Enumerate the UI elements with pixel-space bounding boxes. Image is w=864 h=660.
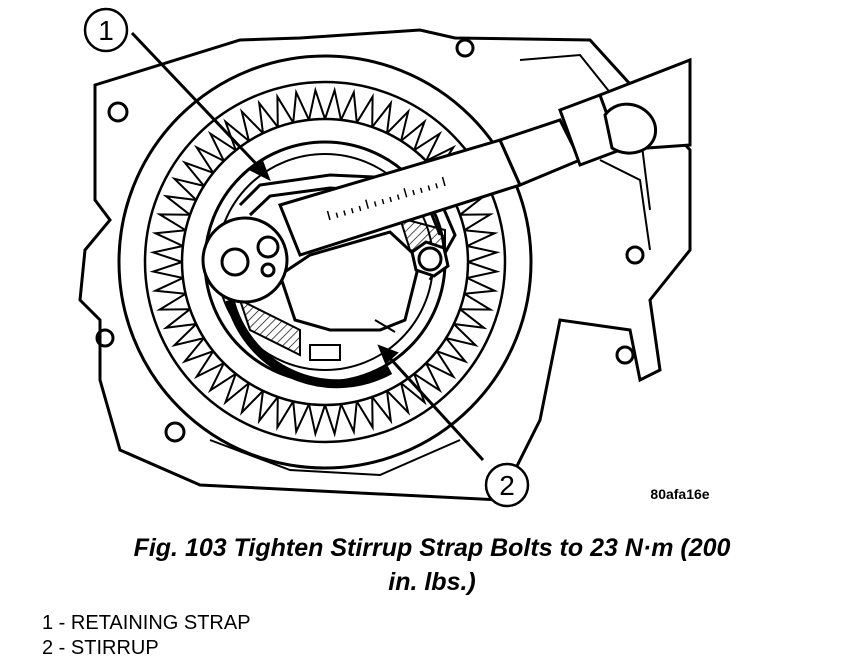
gear-tooth bbox=[400, 373, 427, 406]
gear-tooth bbox=[466, 245, 501, 263]
legend-number: 2 bbox=[42, 637, 54, 659]
scale-tick bbox=[435, 183, 439, 189]
scale-tick bbox=[350, 207, 354, 214]
gear-tooth bbox=[156, 292, 191, 311]
legend-separator: - bbox=[53, 637, 71, 659]
image-code: 80afa16e bbox=[650, 486, 709, 502]
gear-tooth bbox=[355, 396, 374, 431]
gear-tooth bbox=[371, 390, 393, 425]
torque-wrench-illustration: 1 2 80afa16e bbox=[78, 7, 710, 508]
gear-tooth bbox=[459, 292, 494, 311]
gear-tooth bbox=[207, 130, 237, 162]
scale-tick bbox=[373, 201, 377, 207]
gear-tooth bbox=[413, 362, 443, 394]
gear-tooth bbox=[292, 88, 310, 123]
gear-tooth bbox=[436, 337, 469, 364]
gear-tooth bbox=[171, 323, 205, 348]
gear-tooth bbox=[239, 382, 264, 416]
gear-tooth bbox=[425, 350, 457, 380]
scale-tick bbox=[381, 198, 385, 205]
callout-1: 1 bbox=[83, 7, 129, 53]
gear-tooth bbox=[193, 144, 225, 174]
gear-tooth bbox=[162, 308, 197, 330]
gear-tooth bbox=[413, 130, 443, 162]
figure-caption-line-2: in. lbs.) bbox=[388, 568, 476, 596]
strap-bolt bbox=[410, 240, 450, 278]
gear-tooth bbox=[171, 176, 205, 201]
gear-tooth bbox=[207, 362, 237, 394]
legend-label: RETAINING STRAP bbox=[70, 612, 251, 634]
ring-gear bbox=[117, 54, 533, 470]
gear-tooth bbox=[162, 194, 197, 216]
gear-tooth bbox=[181, 337, 214, 364]
torque-wrench bbox=[201, 57, 692, 304]
gear-tooth bbox=[156, 213, 191, 232]
gear-tooth bbox=[149, 261, 184, 279]
scale-tick bbox=[427, 185, 431, 191]
scale-tick bbox=[441, 176, 446, 187]
gear-tooth bbox=[464, 277, 499, 295]
gear-tooth bbox=[459, 213, 494, 232]
legend-number: 1 bbox=[42, 612, 54, 634]
leader-lines bbox=[130, 31, 485, 462]
gear-tooth bbox=[340, 88, 358, 123]
gear-tooth bbox=[193, 350, 225, 380]
gear-tooth bbox=[464, 229, 499, 247]
legend-label: STIRRUP bbox=[70, 637, 159, 659]
gear-tooth bbox=[276, 396, 295, 431]
wrench-scale bbox=[326, 176, 446, 221]
scale-tick bbox=[389, 196, 393, 203]
scale-tick bbox=[335, 212, 339, 218]
gear-tooth bbox=[324, 86, 342, 121]
gear-tooth bbox=[308, 86, 326, 121]
figure-caption-line-1: Fig. 103 Tighten Stirrup Strap Bolts to … bbox=[133, 534, 731, 562]
gear-tooth bbox=[257, 390, 279, 425]
gear-tooth bbox=[453, 308, 488, 330]
gear-tooth bbox=[386, 382, 411, 416]
gear-tooth bbox=[400, 118, 427, 151]
gear-tooth bbox=[151, 229, 186, 247]
gear-tooth bbox=[466, 261, 501, 279]
gear-tooth bbox=[292, 401, 310, 436]
gear-tooth bbox=[151, 277, 186, 295]
gear-tooth bbox=[257, 99, 279, 134]
gear-tooth bbox=[239, 108, 264, 142]
gear-tooth bbox=[340, 401, 358, 436]
scale-tick bbox=[358, 205, 362, 212]
legend-item-stirrup: 2 - STIRRUP bbox=[42, 636, 159, 660]
callout-2: 2 bbox=[484, 462, 530, 508]
gear-tooth bbox=[324, 403, 342, 438]
scale-tick bbox=[403, 188, 408, 198]
callout-1-label: 1 bbox=[98, 15, 114, 46]
scale-tick bbox=[419, 187, 423, 194]
gear-tooth bbox=[371, 99, 393, 134]
gear-tooth bbox=[149, 245, 184, 263]
gear-tooth bbox=[355, 93, 374, 128]
legend-item-retaining-strap: 1 - RETAINING STRAP bbox=[42, 611, 251, 635]
gear-tooth bbox=[445, 323, 479, 348]
gear-tooth bbox=[223, 373, 250, 406]
gear-tooth bbox=[308, 403, 326, 438]
gear-tooth bbox=[386, 108, 411, 142]
scale-tick bbox=[343, 210, 347, 216]
scale-tick bbox=[396, 194, 400, 200]
legend-separator: - bbox=[53, 612, 71, 634]
scale-tick bbox=[412, 189, 416, 196]
scale-tick bbox=[326, 210, 331, 221]
gear-tooth bbox=[276, 93, 295, 128]
callout-2-label: 2 bbox=[499, 470, 515, 501]
scale-tick bbox=[365, 199, 370, 209]
gear-tooth bbox=[181, 160, 214, 187]
